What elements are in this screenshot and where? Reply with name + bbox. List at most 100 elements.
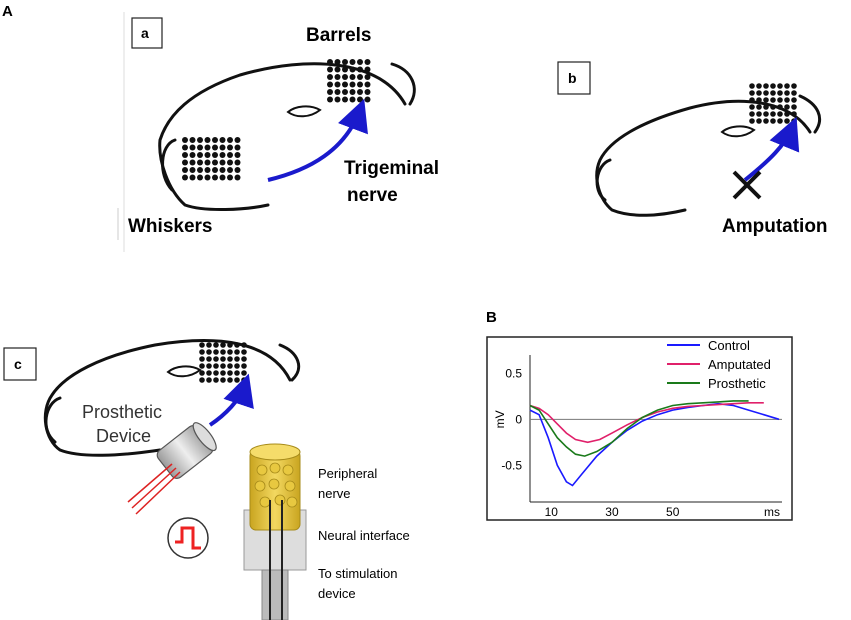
barrel-dot: [219, 152, 226, 158]
barrel-dot: [749, 97, 755, 103]
fascicle: [286, 496, 298, 508]
barrel-dot: [220, 349, 226, 355]
barrel-dot: [213, 377, 219, 383]
barrel-dot: [349, 74, 356, 80]
label-a: a: [141, 25, 149, 41]
barrel-dot: [777, 90, 783, 96]
barrel-dot: [327, 59, 333, 65]
barrel-dot: [327, 96, 333, 103]
barrel-dot: [357, 59, 363, 65]
barrel-dot: [784, 104, 790, 110]
barrel-dot: [749, 118, 755, 124]
stimulation-label: To stimulation: [318, 566, 397, 581]
barrel-dot: [234, 356, 240, 362]
barrel-dot: [197, 137, 203, 143]
barrel-dot: [334, 89, 341, 95]
barrel-dot: [204, 144, 211, 151]
y-tick-label: 0: [515, 412, 522, 426]
barrel-dot: [357, 66, 363, 73]
label-box-b: [557, 61, 591, 95]
barrel-dot: [213, 370, 219, 376]
barrel-dot: [220, 377, 226, 383]
y-tick-label: -0.5: [501, 458, 522, 472]
barrel-dot: [241, 342, 247, 348]
barrel-dot: [213, 356, 219, 362]
barrel-dot: [364, 89, 371, 95]
prosthetic-label: Prosthetic: [82, 402, 162, 422]
barrel-dot: [241, 370, 247, 376]
barrel-dot: [342, 66, 348, 73]
barrel-dot: [234, 363, 240, 369]
barrel-dot: [212, 152, 218, 158]
barrel-dot: [227, 159, 233, 166]
barrel-dot: [756, 118, 762, 124]
barrel-dot: [227, 370, 233, 376]
barrel-dot: [749, 111, 755, 117]
fascicle: [259, 496, 271, 508]
barrel-dot: [189, 167, 196, 173]
barrel-dot: [212, 144, 218, 151]
barrel-dot: [327, 74, 333, 80]
barrel-dot: [784, 118, 790, 124]
barrel-dot: [189, 137, 196, 143]
barrel-dot: [349, 96, 356, 103]
barrel-dot: [234, 152, 241, 158]
chart-lines: [529, 400, 780, 487]
barrel-dot: [784, 111, 790, 117]
barrel-dot: [357, 89, 363, 95]
barrel-dot: [219, 174, 226, 181]
barrel-dot: [199, 370, 205, 376]
fascicle: [282, 464, 294, 476]
barrel-dot: [791, 90, 797, 96]
barrel-dot: [791, 118, 797, 124]
fascicle: [284, 480, 296, 492]
barrel-dot: [763, 111, 769, 117]
barrel-dot: [206, 370, 212, 376]
subpanel-a: a Barrels Trigeminal nerve Whiskers: [117, 12, 439, 252]
barrel-dot: [770, 118, 776, 124]
series-line-prosthetic: [529, 400, 749, 457]
label-box-c: [3, 347, 37, 381]
barrel-dot: [227, 144, 233, 151]
barrel-dot: [791, 104, 797, 110]
label-b: b: [568, 70, 577, 86]
panel-a-letter: A: [2, 3, 13, 20]
barrel-dot: [327, 66, 333, 73]
legend-label: Prosthetic: [708, 376, 766, 391]
barrel-dot: [227, 342, 233, 348]
barrel-dot: [204, 167, 211, 173]
prosthetic-device: [156, 422, 217, 479]
barrel-dot: [342, 74, 348, 80]
barrel-dot: [234, 167, 241, 173]
barrel-dot: [763, 104, 769, 110]
barrel-dot: [234, 144, 241, 151]
barrel-dot: [770, 83, 776, 89]
barrel-dot: [364, 96, 371, 103]
barrel-dot: [182, 174, 188, 181]
barrel-dot: [241, 349, 247, 355]
fascicle: [269, 462, 281, 474]
barrel-dot: [197, 167, 203, 173]
series-line-amputated: [529, 402, 764, 444]
neural-interface-label: Neural interface: [318, 528, 410, 543]
device-label: Device: [96, 426, 151, 446]
barrels-label: Barrels: [306, 25, 372, 46]
barrel-dot: [756, 83, 762, 89]
fascicle: [274, 494, 286, 506]
amputation-label: Amputation: [722, 216, 828, 237]
barrel-dot: [770, 111, 776, 117]
barrel-dot: [791, 83, 797, 89]
barrel-dot: [364, 59, 371, 65]
barrel-dot: [219, 159, 226, 166]
signal-icon: [167, 517, 209, 559]
fascicle: [256, 464, 268, 476]
barrel-dot: [784, 97, 790, 103]
barrel-dot: [206, 349, 212, 355]
x-tick-label: 10: [545, 505, 559, 519]
barrel-dot: [189, 174, 196, 181]
barrel-dot: [206, 377, 212, 383]
barrel-dot: [204, 174, 211, 181]
